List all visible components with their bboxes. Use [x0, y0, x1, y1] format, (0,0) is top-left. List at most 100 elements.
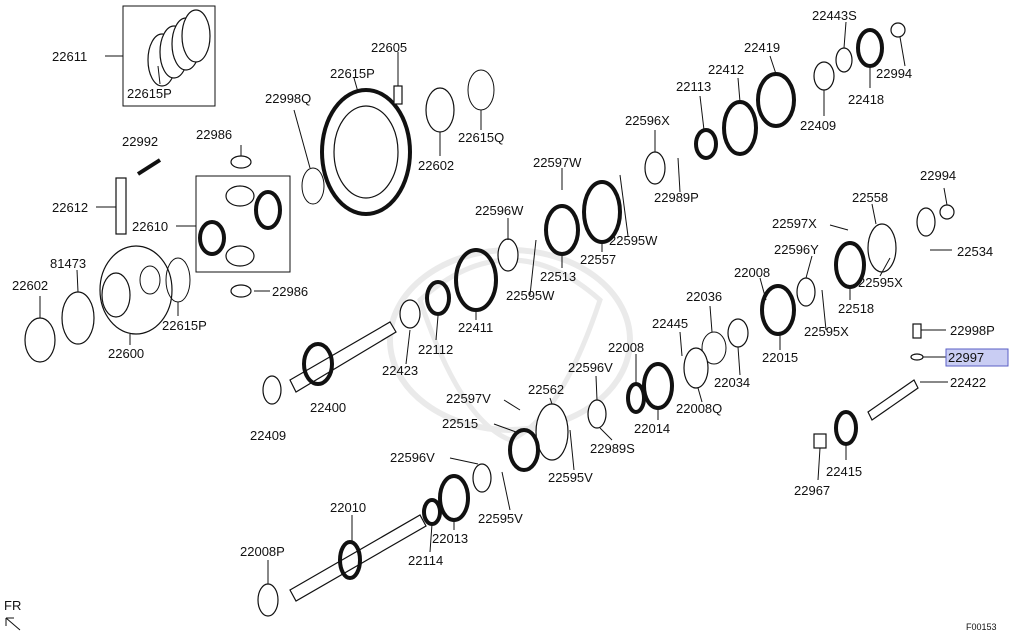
callout-22443s: 22443S — [812, 8, 857, 23]
callout-22615p: 22615P — [162, 318, 207, 333]
callout-22113: 22113 — [676, 79, 711, 94]
part-22998P-bolt — [912, 323, 922, 339]
callout-22513: 22513 — [540, 269, 576, 284]
callout-22013: 22013 — [432, 531, 468, 546]
callout-22445: 22445 — [652, 316, 688, 331]
callout-22998q: 22998Q — [265, 91, 311, 106]
callout-22008: 22008 — [734, 265, 770, 280]
callout-22557: 22557 — [580, 252, 616, 267]
part-22014-gear — [642, 362, 674, 410]
callout-22008q: 22008Q — [676, 401, 722, 416]
callout-22596v: 22596V — [568, 360, 613, 375]
front-label: FR — [4, 598, 21, 613]
callout-22112: 22112 — [418, 342, 453, 357]
callout-22998p: 22998P — [950, 323, 995, 338]
callout-22595x: 22595X — [804, 324, 849, 339]
part-22036-washer — [701, 331, 727, 365]
part-22596W-ring — [497, 238, 519, 272]
part-22558-sleeve — [867, 223, 897, 273]
part-22534-ring — [916, 207, 936, 237]
part-22611-springs — [147, 9, 211, 87]
part-22610-pinions — [198, 185, 282, 267]
callout-22595v: 22595V — [548, 470, 593, 485]
highlight-22997 — [945, 348, 1009, 367]
part-22994-nut-top — [890, 22, 906, 38]
front-direction-arrow — [5, 617, 21, 631]
part-22600-diff-case — [99, 245, 173, 335]
part-22409-bearing-top — [813, 61, 835, 91]
callout-22967: 22967 — [794, 483, 830, 498]
callout-22602: 22602 — [418, 158, 454, 173]
part-22967-bushing — [813, 433, 827, 449]
callout-22986: 22986 — [272, 284, 308, 299]
part-22612-shaft — [115, 177, 127, 235]
part-22411-gear — [454, 248, 498, 312]
callout-22610: 22610 — [132, 219, 168, 234]
part-22412-gear — [722, 100, 758, 156]
callout-22114: 22114 — [408, 553, 443, 568]
part-22997-washer — [910, 353, 924, 361]
part-22113-needle — [694, 128, 718, 160]
part-22998Q-bolt — [393, 85, 403, 105]
callout-22423: 22423 — [382, 363, 418, 378]
callout-22997[interactable]: 22997 — [948, 350, 984, 365]
callout-22515: 22515 — [442, 416, 478, 431]
part-22610-box — [195, 175, 291, 273]
part-22409-bearing — [262, 375, 282, 405]
callout-22994: 22994 — [920, 168, 956, 183]
part-22418-gear — [856, 28, 884, 68]
callout-22989p: 22989P — [654, 190, 699, 205]
part-81473-ring — [61, 291, 95, 345]
callout-22015: 22015 — [762, 350, 798, 365]
part-22596V-ring-upper — [587, 399, 607, 429]
callout-22518: 22518 — [838, 301, 874, 316]
callout-22400: 22400 — [310, 400, 346, 415]
part-22112-needle — [425, 280, 451, 316]
callout-22419: 22419 — [744, 40, 780, 55]
callout-22034: 22034 — [714, 375, 750, 390]
part-22008-needle — [626, 382, 646, 414]
callout-22611: 22611 — [52, 49, 87, 64]
callout-22014: 22014 — [634, 421, 670, 436]
callout-22008: 22008 — [608, 340, 644, 355]
part-22602-bearing-right — [425, 87, 455, 133]
callout-22595w: 22595W — [609, 233, 658, 248]
callout-22415: 22415 — [826, 464, 862, 479]
callout-22418: 22418 — [848, 92, 884, 107]
callout-22600: 22600 — [108, 346, 144, 361]
callout-22422: 22422 — [950, 375, 986, 390]
callout-22602: 22602 — [12, 278, 48, 293]
part-22615Q-shim — [467, 69, 495, 111]
part-22596Y-ring — [796, 277, 816, 307]
part-22010-shaft — [289, 514, 427, 602]
callout-22409: 22409 — [250, 428, 286, 443]
diagram-code: F00153 — [966, 622, 997, 632]
callout-22596w: 22596W — [475, 203, 524, 218]
callout-22558: 22558 — [852, 190, 888, 205]
part-22994-nut-right — [939, 204, 955, 220]
callout-22562: 22562 — [528, 382, 564, 397]
part-22443S-ring — [835, 47, 853, 73]
callout-22992: 22992 — [122, 134, 158, 149]
callout-22412: 22412 — [708, 62, 744, 77]
part-22415-gear — [834, 410, 858, 446]
callout-22596x: 22596X — [625, 113, 670, 128]
callout-81473: 81473 — [50, 256, 86, 271]
callout-22986: 22986 — [196, 127, 232, 142]
leader-lines — [39, 21, 952, 584]
part-22596X-ring — [644, 151, 666, 185]
callout-22615p: 22615P — [127, 86, 172, 101]
callout-22008p: 22008P — [240, 544, 285, 559]
callout-22612: 22612 — [52, 200, 88, 215]
callout-22010: 22010 — [330, 500, 366, 515]
part-22013-gear — [438, 474, 470, 522]
part-22986-washer-top — [230, 155, 252, 169]
part-22602-bearing-left — [24, 317, 56, 363]
callout-22534: 22534 — [957, 244, 993, 259]
part-22008P-bearing — [257, 583, 279, 617]
part-22562-sleeve — [535, 403, 569, 461]
part-22422-shaft — [867, 379, 919, 421]
